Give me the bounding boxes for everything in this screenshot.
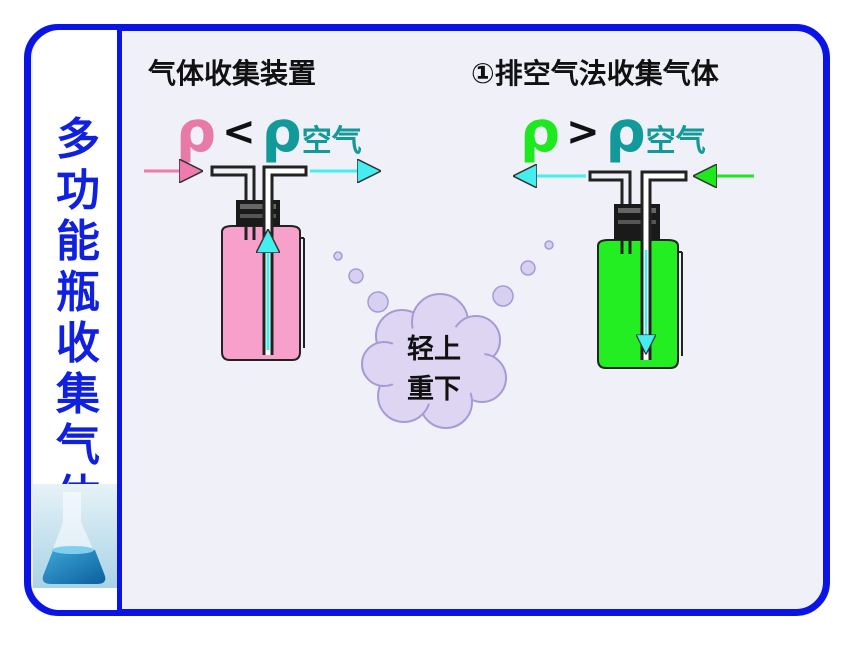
rho-air: ρ [261, 100, 302, 165]
density-relation-left: ρ<ρ空气 [176, 100, 362, 165]
title-char: 功 [56, 165, 100, 216]
gas-bottle-right [516, 172, 754, 369]
title-char: 多 [56, 114, 100, 165]
rule-line-2: 重下 [407, 374, 461, 405]
density-relation-right: ρ>ρ空气 [520, 100, 706, 165]
gas-bottle-left [144, 167, 378, 361]
rule-line-1: 轻上 [407, 334, 461, 365]
rho-gas: ρ [520, 100, 561, 165]
sidebar-divider [117, 26, 122, 616]
title-char: 气 [56, 420, 100, 471]
rho-air: ρ [605, 100, 646, 165]
air-label: 空气 [301, 124, 362, 159]
less-than-sign: < [222, 109, 256, 155]
heading-left: 气体收集装置 [148, 57, 317, 90]
title-char: 能 [56, 216, 100, 267]
title-char: 瓶 [56, 267, 100, 318]
flask-image [33, 484, 117, 588]
heading-right: ①排空气法收集气体 [471, 57, 719, 90]
greater-than-sign: > [566, 109, 600, 155]
thought-cloud [333, 240, 554, 429]
title-char: 收 [56, 318, 100, 369]
title-char: 集 [56, 369, 100, 420]
air-label: 空气 [645, 124, 706, 159]
rho-gas: ρ [176, 100, 217, 165]
